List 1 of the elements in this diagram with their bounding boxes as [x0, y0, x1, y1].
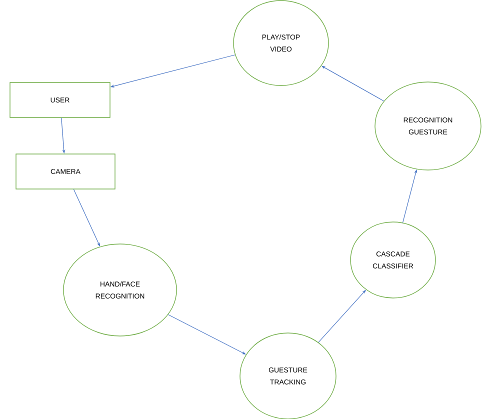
arrow — [168, 314, 246, 354]
